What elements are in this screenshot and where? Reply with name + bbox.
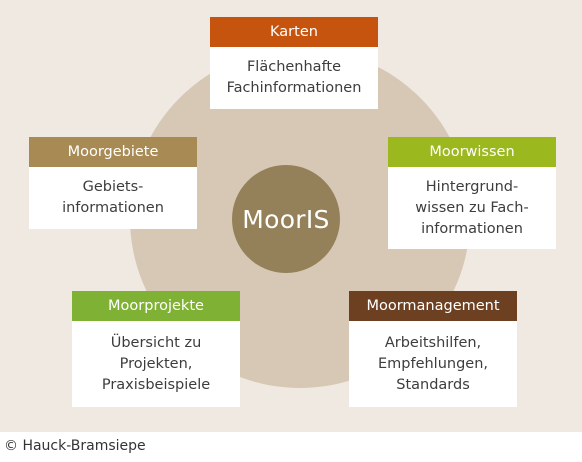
center-label: MoorIS [242,204,330,234]
card-moorprojekte-line: Praxisbeispiele [101,376,211,393]
card-karten-title: Karten [210,17,378,47]
card-moormanagement: Moormanagement Arbeitshilfen, Empfehlung… [349,291,517,407]
diagram-canvas: MoorIS Karten Flächenhafte Fachinformati… [0,0,582,432]
card-moormanagement-line: Standards [396,376,470,393]
card-moormanagement-body: Arbeitshilfen, Empfehlungen, Standards [349,321,517,407]
center-hub: MoorIS [232,165,340,273]
card-moorwissen-line: informationen [421,220,523,237]
card-karten-line: Flächenhafte [246,59,342,75]
card-moorwissen: Moorwissen Hintergrund- wissen zu Fach- … [388,137,556,249]
card-moorprojekte-line: Übersicht zu [110,334,202,351]
card-moorgebiete-line: informationen [62,200,164,216]
copyright-notice: © Hauck-Bramsiepe [4,438,146,454]
card-moorgebiete: Moorgebiete Gebiets- informationen [29,137,197,229]
card-moorgebiete-body: Gebiets- informationen [29,167,197,229]
card-moorwissen-line: Hintergrund- [425,178,519,195]
card-moorprojekte-body: Übersicht zu Projekten, Praxisbeispiele [72,321,240,407]
card-moorwissen-line: wissen zu Fach- [415,199,529,216]
card-karten: Karten Flächenhafte Fachinformationen [210,17,378,109]
card-moorgebiete-line: Gebiets- [82,179,144,195]
card-moormanagement-title: Moormanagement [349,291,517,321]
card-moorprojekte-line: Projekten, [119,355,193,372]
card-moorgebiete-title: Moorgebiete [29,137,197,167]
card-karten-body: Flächenhafte Fachinformationen [210,47,378,109]
card-moorprojekte-title: Moorprojekte [72,291,240,321]
card-moorwissen-body: Hintergrund- wissen zu Fach- information… [388,167,556,249]
card-moormanagement-line: Arbeitshilfen, [384,334,482,351]
card-moorwissen-title: Moorwissen [388,137,556,167]
card-moormanagement-line: Empfehlungen, [377,355,489,372]
card-karten-line: Fachinformationen [226,80,362,96]
card-moorprojekte: Moorprojekte Übersicht zu Projekten, Pra… [72,291,240,407]
